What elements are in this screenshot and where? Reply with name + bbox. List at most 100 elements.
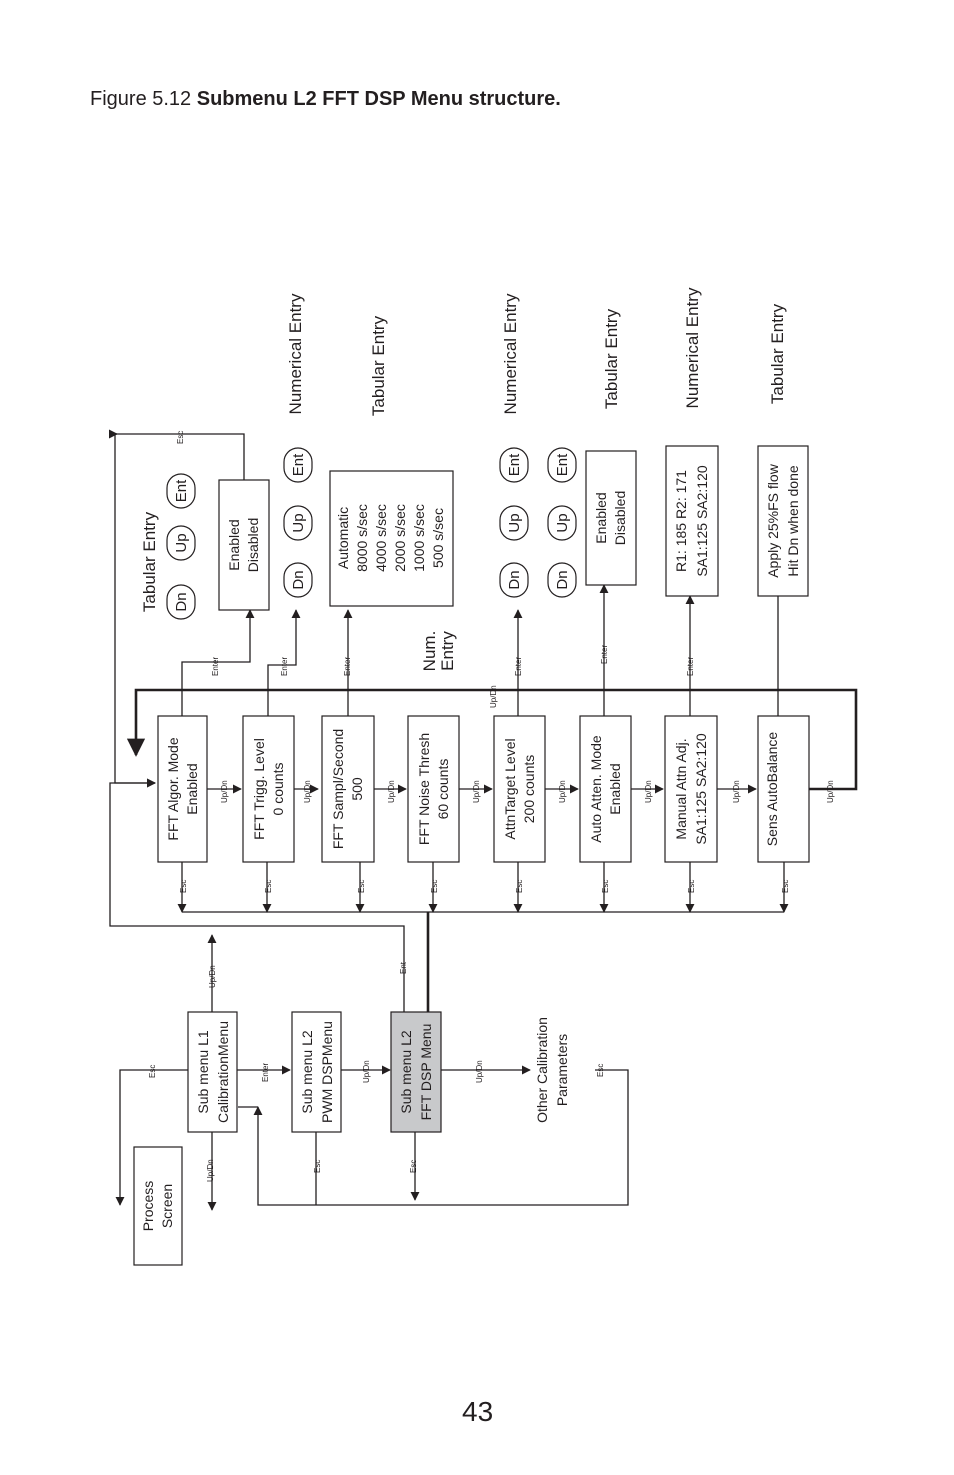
ent-key[interactable] <box>283 447 313 483</box>
svg-text:Parameters: Parameters <box>554 1034 570 1106</box>
svg-text:500: 500 <box>349 777 365 801</box>
svg-text:Up: Up <box>173 533 190 552</box>
param-sens-autobalance[interactable]: Sens AutoBalance <box>757 715 810 863</box>
param-manual-attn-adj[interactable]: Manual Attn Adj. SA1:125 SA2:120 <box>664 715 718 863</box>
svg-text:Enabled: Enabled <box>593 492 609 543</box>
dn-key[interactable] <box>547 562 577 598</box>
svg-text:1000 s/sec: 1000 s/sec <box>411 504 427 572</box>
svg-text:Manual Attn Adj.: Manual Attn Adj. <box>673 738 689 839</box>
esc-label: Esc <box>409 1160 418 1173</box>
key-group-algor: Dn Up Ent <box>166 473 196 620</box>
svg-text:Enabled: Enabled <box>184 763 200 814</box>
tabular-entry-label: Tabular Entry <box>602 308 621 409</box>
ent-key[interactable] <box>547 447 577 483</box>
svg-text:SA1:125 SA2:120: SA1:125 SA2:120 <box>694 465 710 577</box>
param-fft-noise-thresh[interactable]: FFT Noise Thresh 60 counts <box>407 715 460 863</box>
svg-text:Disabled: Disabled <box>612 491 628 545</box>
esc-label: Esc <box>313 1160 322 1173</box>
param-fft-sampl-second[interactable]: FFT Sampl/Second 500 <box>321 715 375 863</box>
esc-label: Esc <box>179 880 188 893</box>
param-auto-atten-mode[interactable]: Auto Atten. Mode Enabled <box>579 715 632 863</box>
up-key[interactable] <box>283 505 313 541</box>
option-boxes: Enabled Disabled Automatic 8000 s/sec 40… <box>218 445 809 611</box>
svg-text:AttnTarget Level: AttnTarget Level <box>502 738 518 839</box>
svg-text:Up: Up <box>290 513 307 532</box>
ent-key[interactable] <box>499 447 529 483</box>
dn-key[interactable] <box>499 562 529 598</box>
svg-text:Hit Dn when done: Hit Dn when done <box>785 465 801 577</box>
up-key[interactable] <box>499 505 529 541</box>
sub-menu-l2-fft-label: Sub menu L2 <box>398 1030 414 1113</box>
sub-menu-l2-fft-box[interactable]: Sub menu L2 FFT DSP Menu <box>390 1011 442 1133</box>
tabular-entry-label: Tabular Entry <box>768 303 787 404</box>
connectors <box>108 429 858 1211</box>
up-key[interactable] <box>547 505 577 541</box>
svg-text:0 counts: 0 counts <box>270 763 286 816</box>
svg-text:Dn: Dn <box>290 570 307 589</box>
numerical-entry-label: Numerical Entry <box>286 293 305 414</box>
ent-key[interactable] <box>166 473 196 509</box>
sub-menu-l2-pwm-label: Sub menu L2 <box>299 1030 315 1113</box>
svg-text:FFT Trigg. Level: FFT Trigg. Level <box>251 738 267 840</box>
svg-text:Dn: Dn <box>173 592 190 611</box>
svg-text:4000 s/sec: 4000 s/sec <box>373 504 389 572</box>
esc-label: Esc <box>357 880 366 893</box>
esc-label: Esc <box>687 880 696 893</box>
enter-label: Enter <box>261 1063 270 1082</box>
svg-text:500 s/sec: 500 s/sec <box>430 508 446 568</box>
auto-atten-options-box[interactable]: Enabled Disabled <box>585 450 637 586</box>
updn-label: Up/Dn <box>472 780 481 803</box>
esc-label: Esc <box>264 880 273 893</box>
svg-text:8000 s/sec: 8000 s/sec <box>354 504 370 572</box>
updn-label: Up/Dn <box>558 780 567 803</box>
svg-text:Ent: Ent <box>173 479 190 502</box>
algor-options-box[interactable]: Enabled Disabled <box>218 479 270 611</box>
updn-label: Up/Dn <box>362 1060 371 1083</box>
figure-title: Submenu L2 FFT DSP Menu structure. <box>196 88 561 110</box>
svg-text:R1: 185 R2: 171: R1: 185 R2: 171 <box>673 470 689 572</box>
figure-caption: Figure 5.12 Submenu L2 FFT DSP Menu stru… <box>90 88 561 111</box>
numerical-entry-label: Numerical Entry <box>683 287 702 408</box>
connector-labels: Esc Enter Up/Dn Up/Dn Esc Up/Dn Up/Dn Es… <box>148 431 835 1182</box>
param-fft-trigg-level[interactable]: FFT Trigg. Level 0 counts <box>242 715 295 863</box>
dn-key[interactable] <box>283 562 313 598</box>
manual-atten-options-box[interactable]: R1: 185 R2: 171 SA1:125 SA2:120 <box>665 445 719 597</box>
l1-esc-line <box>115 1069 188 1206</box>
sub-menu-l1-box[interactable]: Sub menu L1 CalibrationMenu <box>187 1011 238 1133</box>
svg-text:Ent: Ent <box>506 453 523 476</box>
svg-text:FFT Algor. Mode: FFT Algor. Mode <box>165 737 181 840</box>
svg-text:Enabled: Enabled <box>226 519 242 570</box>
svg-text:Auto Atten. Mode: Auto Atten. Mode <box>588 735 604 843</box>
process-screen-box[interactable]: Process Screen <box>133 1146 183 1266</box>
num-entry-label: Num. <box>420 631 439 672</box>
process-screen-label: Screen <box>159 1184 175 1228</box>
up-key[interactable] <box>166 525 196 561</box>
sampling-options-box[interactable]: Automatic 8000 s/sec 4000 s/sec 2000 s/s… <box>329 470 454 607</box>
svg-text:Other Calibration: Other Calibration <box>534 1017 550 1123</box>
enter-label: Enter <box>514 657 523 676</box>
balance-options-box[interactable]: Apply 25%FS flow Hit Dn when done <box>757 445 809 597</box>
updn-label: Up/Dn <box>732 780 741 803</box>
enter-label: Enter <box>600 645 609 664</box>
svg-text:60 counts: 60 counts <box>435 759 451 820</box>
return-loop-line <box>253 1069 629 1206</box>
svg-text:2000 s/sec: 2000 s/sec <box>392 504 408 572</box>
svg-text:Up: Up <box>506 513 523 532</box>
param-fft-algor-mode[interactable]: FFT Algor. Mode Enabled <box>157 715 208 863</box>
dn-key[interactable] <box>166 584 196 620</box>
svg-text:Automatic: Automatic <box>335 507 351 569</box>
svg-text:200 counts: 200 counts <box>521 755 537 824</box>
enter-label: Enter <box>686 657 695 676</box>
esc-label: Esc <box>601 880 610 893</box>
parameter-boxes: FFT Algor. Mode Enabled FFT Trigg. Level… <box>157 715 810 863</box>
figure-number: Figure 5.12 <box>90 88 192 110</box>
param-attn-target-level[interactable]: AttnTarget Level 200 counts <box>493 715 546 863</box>
svg-text:Disabled: Disabled <box>245 518 261 572</box>
updn-label: Up/Dn <box>475 1060 484 1083</box>
sub-menu-l2-pwm-box[interactable]: Sub menu L2 PWM DSPMenu <box>291 1011 342 1133</box>
sub-menu-l1-label: Sub menu L1 <box>195 1030 211 1113</box>
svg-text:Dn: Dn <box>554 570 571 589</box>
svg-text:Ent: Ent <box>554 453 571 476</box>
updn-label: Up/Dn <box>644 780 653 803</box>
